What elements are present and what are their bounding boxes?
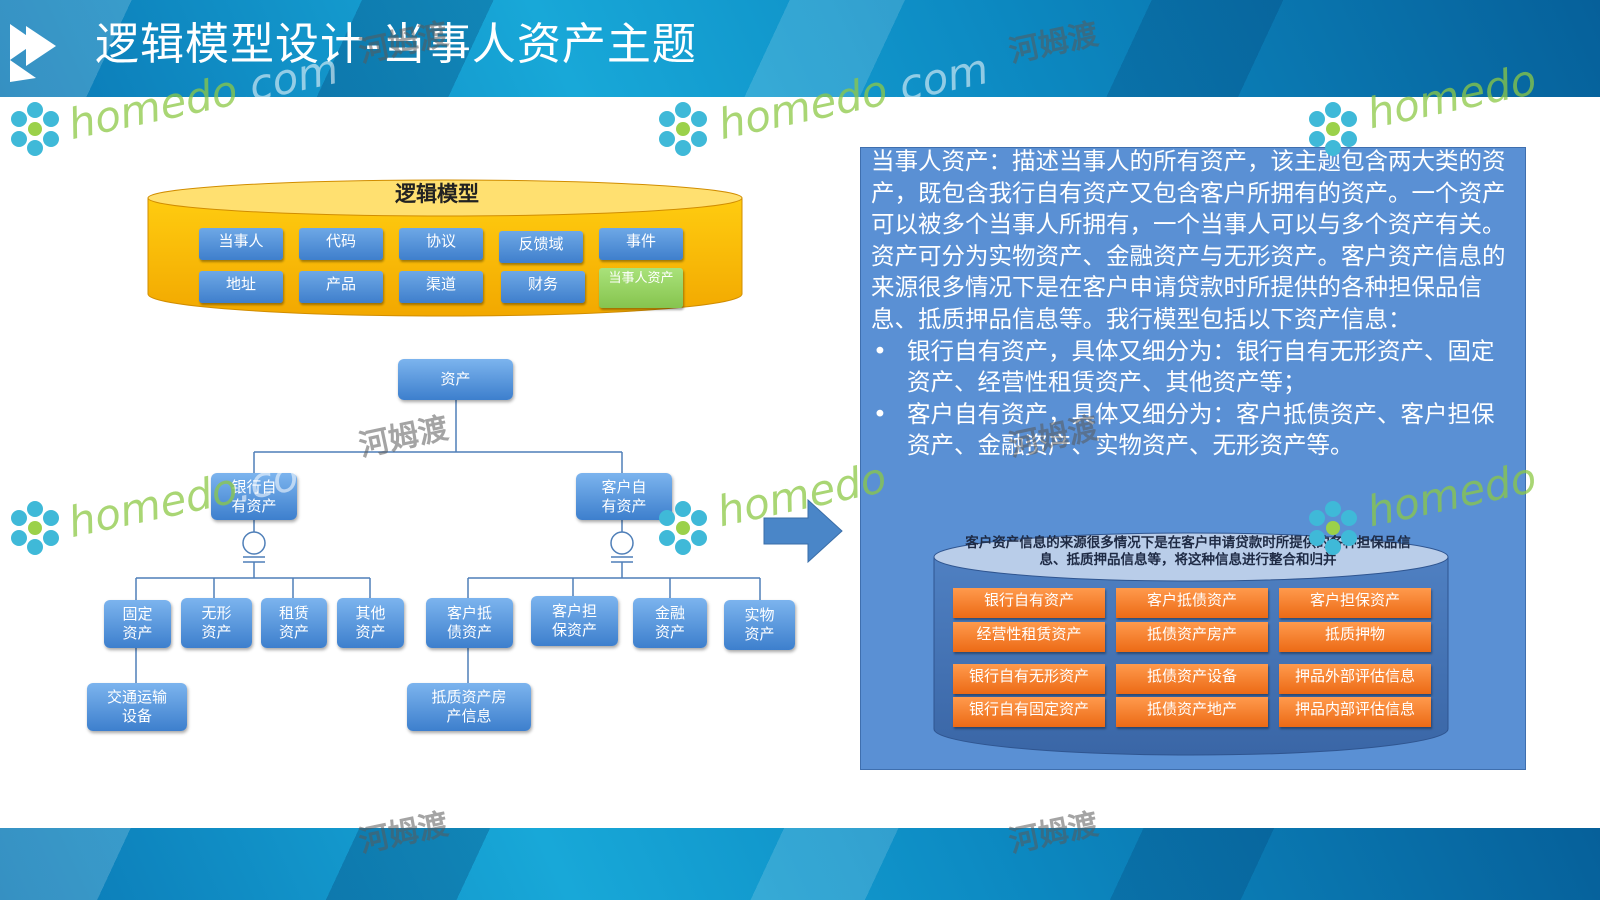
bullet-bank-assets: 银行自有资产，具体又细分为：银行自有无形资产、固定资产、经营性租赁资产、其他资产… — [871, 336, 1516, 399]
domain-chip: 当事人 — [199, 228, 283, 260]
tree-connectors — [135, 400, 761, 683]
tree-node-root: 资产 — [398, 359, 513, 400]
domain-chip: 协议 — [399, 228, 483, 260]
asset-chip: 银行自有无形资产 — [953, 664, 1105, 694]
logical-model-title: 逻辑模型 — [395, 182, 479, 206]
tree-node-customer-debt-assets: 客户抵 债资产 — [426, 598, 513, 648]
asset-chip: 抵债资产地产 — [1116, 697, 1268, 727]
tree-node-intangible-assets: 无形 资产 — [181, 598, 252, 648]
asset-chip: 客户担保资产 — [1279, 588, 1431, 618]
asset-chip: 客户抵债资产 — [1116, 588, 1268, 618]
asset-bullet-list: 银行自有资产，具体又细分为：银行自有无形资产、固定资产、经营性租赁资产、其他资产… — [871, 336, 1516, 462]
right-arrow-icon — [763, 498, 843, 564]
domain-chip: 渠道 — [399, 271, 483, 303]
asset-chip: 抵质押物 — [1279, 622, 1431, 652]
flower-logo-icon — [11, 501, 59, 555]
domain-chip: 财务 — [501, 271, 585, 303]
tree-node-lease-assets: 租赁 资产 — [261, 598, 327, 648]
tree-node-fixed-assets: 固定 资产 — [104, 600, 171, 648]
bullet-customer-assets: 客户自有资产，具体又细分为：客户抵债资产、客户担保资产、金融资产、实物资产、无形… — [871, 399, 1516, 462]
flower-logo-icon — [659, 501, 707, 555]
flower-logo-icon — [1309, 102, 1357, 156]
asset-chip: 抵债资产设备 — [1116, 664, 1268, 694]
flower-logo-icon — [659, 102, 707, 156]
asset-chip: 银行自有资产 — [953, 588, 1105, 618]
asset-chip: 押品内部评估信息 — [1279, 697, 1431, 727]
domain-chip-highlighted: 当事人资产 — [599, 268, 683, 308]
domain-chip: 事件 — [599, 228, 683, 260]
description-paragraph: 当事人资产：描述当事人的所有资产，该主题包含两大类的资产，既包含我行自有资产又包… — [871, 147, 1506, 333]
asset-chip: 银行自有固定资产 — [953, 697, 1105, 727]
tree-node-property-info: 抵质资产房 产信息 — [407, 683, 531, 731]
header-banner: 逻辑模型设计-当事人资产主题 — [0, 0, 1600, 97]
domain-chip: 代码 — [299, 228, 383, 260]
domain-chip: 反馈域 — [499, 231, 583, 263]
page-title: 逻辑模型设计-当事人资产主题 — [95, 19, 697, 70]
domain-chip: 地址 — [199, 271, 283, 303]
asset-chip: 抵债资产房产 — [1116, 622, 1268, 652]
tree-node-transport-equipment: 交通运输 设备 — [87, 683, 187, 731]
flower-logo-icon — [1309, 501, 1357, 555]
tree-node-customer-guarantee-assets: 客户担 保资产 — [531, 596, 618, 646]
database-caption: 客户资产信息的来源很多情况下是在客户申请贷款时所提供的各种担保品信息、抵质押品信… — [965, 535, 1411, 568]
description-text: 当事人资产：描述当事人的所有资产，该主题包含两大类的资产，既包含我行自有资产又包… — [871, 146, 1516, 462]
flower-logo-icon — [11, 102, 59, 156]
footer-banner — [0, 828, 1600, 900]
asset-chip: 经营性租赁资产 — [953, 622, 1105, 652]
tree-node-physical-assets: 实物 资产 — [724, 600, 795, 650]
tree-node-bank-own: 银行自 有资产 — [211, 473, 297, 520]
description-panel: 当事人资产：描述当事人的所有资产，该主题包含两大类的资产，既包含我行自有资产又包… — [860, 147, 1526, 770]
tree-node-other-assets: 其他 资产 — [337, 598, 404, 648]
play-icon — [10, 24, 56, 82]
tree-node-customer-own: 客户自 有资产 — [576, 473, 672, 520]
domain-chip: 产品 — [299, 271, 383, 303]
tree-node-financial-assets: 金融 资产 — [633, 598, 707, 648]
asset-chip: 押品外部评估信息 — [1279, 664, 1431, 694]
